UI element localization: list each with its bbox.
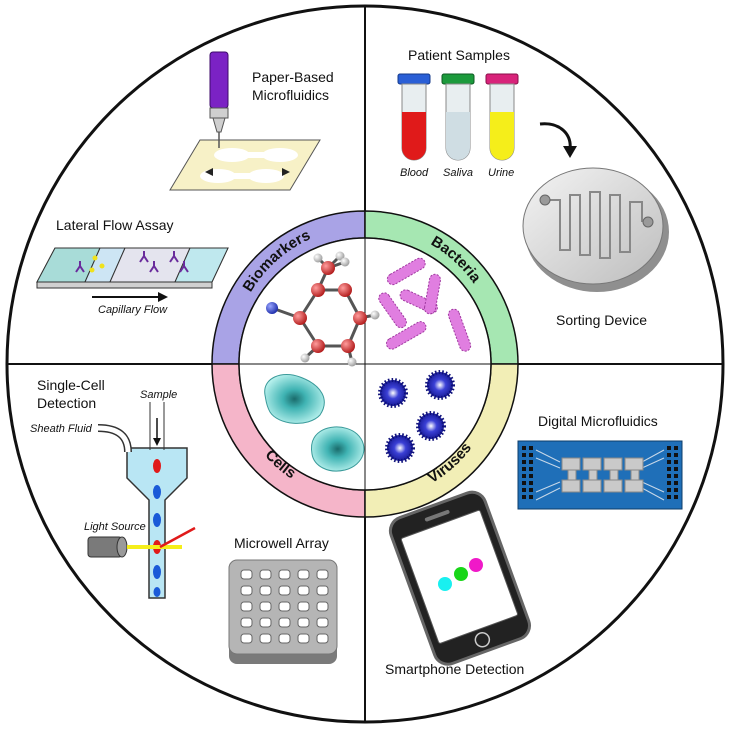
single-cell-label-2: Detection: [37, 395, 96, 411]
sample-label: Sample: [140, 389, 177, 401]
sorting-chip-icon: [522, 167, 669, 292]
pipette-pen-icon: [209, 51, 229, 148]
smartphone-detection-label: Smartphone Detection: [385, 661, 524, 677]
smartphone-icon: [388, 490, 531, 666]
paper-microfluidics-label-2: Microfluidics: [252, 87, 329, 103]
microwell-label: Microwell Array: [234, 535, 329, 551]
capillary-flow-label: Capillary Flow: [98, 304, 168, 316]
tube-label-saliva: Saliva: [443, 167, 473, 179]
molecule-icon: [266, 251, 380, 367]
flow-cytometer-icon: [87, 402, 196, 599]
single-cell-label-1: Single-Cell: [37, 377, 105, 393]
test-tube-icon: [397, 73, 519, 161]
lateral-flow-strip-icon: [36, 247, 229, 289]
sheath-fluid-label: Sheath Fluid: [30, 423, 93, 435]
virus-icon: [378, 370, 455, 463]
cell-icon: [264, 373, 365, 472]
paper-microfluidics-illustration: [169, 139, 321, 191]
paper-microfluidics-label-1: Paper-Based: [252, 69, 334, 85]
digital-chip-icon: [517, 440, 683, 510]
center-ring: Biomarkers Bacteria Cells Viruses: [211, 210, 519, 518]
digital-microfluidics-label: Digital Microfluidics: [538, 413, 658, 429]
tube-label-urine: Urine: [488, 167, 514, 179]
patient-samples-label: Patient Samples: [408, 47, 510, 63]
bacteria-icon: [378, 257, 472, 352]
sorting-device-label: Sorting Device: [556, 312, 647, 328]
lateral-flow-label: Lateral Flow Assay: [56, 217, 174, 233]
microwell-plate-icon: [228, 559, 338, 664]
light-source-label: Light Source: [84, 521, 146, 533]
tube-label-blood: Blood: [400, 167, 429, 179]
